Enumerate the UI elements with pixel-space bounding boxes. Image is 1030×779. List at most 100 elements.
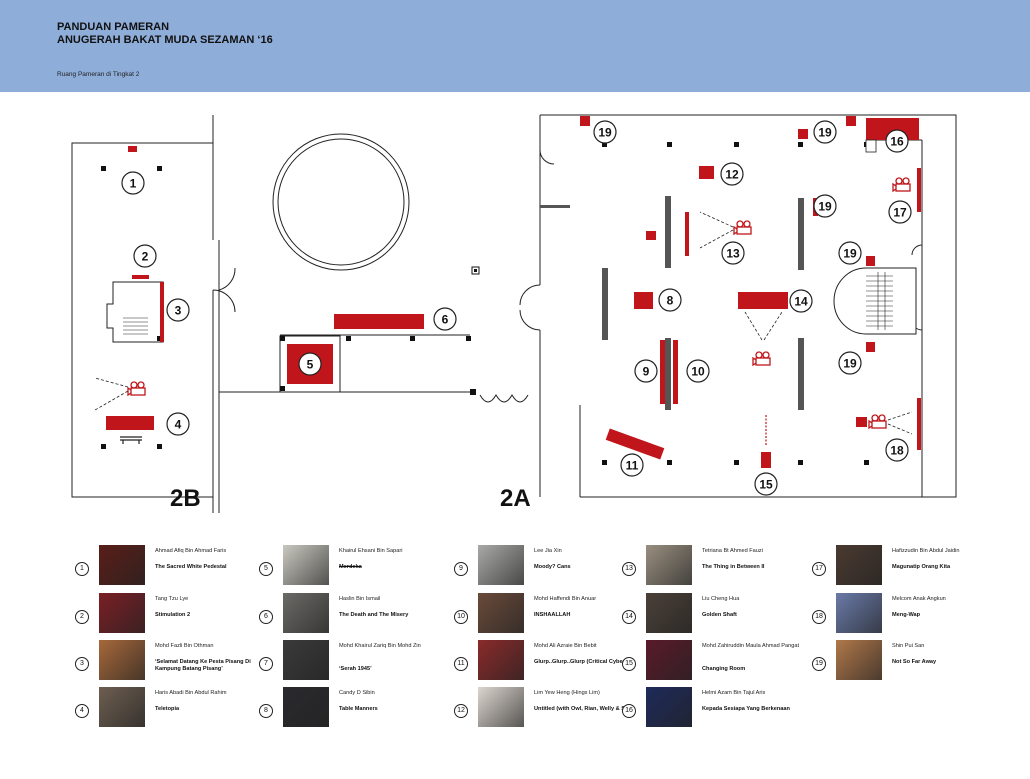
artwork-title: Merdeka <box>339 564 362 570</box>
artwork-thumbnail <box>836 593 882 633</box>
marker-10: 10 <box>691 365 705 379</box>
artwork-10 <box>605 428 665 460</box>
artwork-19f <box>866 342 875 352</box>
marker-circle <box>133 244 157 268</box>
artwork-13 <box>673 340 678 404</box>
artwork-thumbnail <box>646 640 692 680</box>
artwork-8 <box>634 292 653 309</box>
artist-name: Mohd Haffendi Bin Anuar <box>534 596 597 602</box>
artist-name: Khairul Ehsani Bin Sapari <box>339 548 403 554</box>
partition-wall <box>540 205 570 208</box>
artist-name: Mohd Zahiruddin Maula Ahmad Pangat <box>702 643 800 649</box>
marker-circle <box>721 241 745 265</box>
pillar <box>602 460 607 465</box>
marker-9: 9 <box>643 365 650 379</box>
legend-number: 16 <box>622 704 636 718</box>
legend-number: 6 <box>259 610 273 624</box>
projector-beam <box>94 377 129 411</box>
marker-circle <box>885 438 909 462</box>
artwork-4 <box>106 416 154 430</box>
atrium-outer-ring <box>272 133 410 271</box>
artwork-19a <box>580 116 590 126</box>
marker-4: 4 <box>175 418 182 432</box>
marker-12: 12 <box>725 168 739 182</box>
atrium-inner-ring <box>277 138 405 266</box>
marker-19: 19 <box>818 126 832 140</box>
artwork-title: Kepada Sesiapa Yang Berkenaan <box>702 706 790 712</box>
door-2b <box>212 289 236 313</box>
room-2b-outline <box>71 142 213 498</box>
artwork-thumbnail <box>646 545 692 585</box>
artwork-12 <box>685 212 689 256</box>
artwork-title: Not So Far Away <box>892 659 937 665</box>
header-banner: PANDUAN PAMERAN ANUGERAH BAKAT MUDA SEZA… <box>0 0 1030 92</box>
bench-icon <box>120 436 142 444</box>
artwork-thumbnail <box>478 687 524 727</box>
pillar <box>734 142 739 147</box>
artwork-2 <box>132 275 149 279</box>
marker-circle <box>433 307 457 331</box>
artwork-thumbnail <box>283 593 329 633</box>
artwork-thumbnail <box>283 640 329 680</box>
door-2a-east <box>911 244 923 256</box>
artist-name: Helmi Azam Bin Tajul Aris <box>702 690 766 696</box>
marker-circle <box>888 200 912 224</box>
partition-wall <box>798 198 804 270</box>
marker-circle <box>121 171 145 195</box>
marker-circle <box>634 359 658 383</box>
artwork-thumbnail <box>99 640 145 680</box>
legend-number: 4 <box>75 704 89 718</box>
marker-circle <box>298 352 322 376</box>
artist-name: Mohd Ali Azraie Bin Bebit <box>534 643 597 649</box>
artist-name: Hafizzudin Bin Abdul Jaidin <box>892 548 960 554</box>
artwork-thumbnail <box>836 640 882 680</box>
legend-number: 15 <box>622 657 636 671</box>
artist-name: Tang Tzu Lye <box>155 596 189 602</box>
artist-name: Liu Cheng Hua <box>702 596 740 602</box>
artwork-title: INSHAALLAH <box>534 612 571 618</box>
artwork-14 <box>738 292 788 309</box>
artwork-title: Changing Room <box>702 666 746 672</box>
artwork-thumbnail <box>283 687 329 727</box>
staircase-2a-icon <box>833 267 917 335</box>
legend-number: 13 <box>622 562 636 576</box>
legend-number: 11 <box>454 657 468 671</box>
marker-5: 5 <box>307 358 314 372</box>
artwork-thumbnail <box>99 687 145 727</box>
artist-name: Haslin Bin Ismail <box>339 596 381 602</box>
marker-circle <box>838 241 862 265</box>
marker-circle <box>720 162 744 186</box>
pillar <box>667 460 672 465</box>
artwork-title: Teletopia <box>155 706 180 712</box>
pillar <box>864 460 869 465</box>
artwork-title: Magunatip Orang Kita <box>892 564 951 570</box>
artwork-6 <box>334 314 424 329</box>
marker-16: 16 <box>890 135 904 149</box>
artist-name: Lee Jia Xin <box>534 548 562 554</box>
marker-19: 19 <box>598 126 612 140</box>
zone-label-2a: 2A <box>500 485 531 512</box>
artist-name: Shin Pui San <box>892 643 925 649</box>
artist-name: Mohd Fazli Bin Othman <box>155 643 214 649</box>
legend-number: 8 <box>259 704 273 718</box>
projector-icon <box>733 220 752 236</box>
marker-17: 17 <box>893 206 907 220</box>
legend-number: 1 <box>75 562 89 576</box>
pillar <box>101 444 106 449</box>
marker-circle <box>686 359 710 383</box>
artwork-19e <box>866 256 875 266</box>
artist-name: Ahmad Afiq Bin Ahmad Faris <box>155 548 227 554</box>
legend-number: 12 <box>454 704 468 718</box>
artwork-title: Untitled (with Owl, Rian, Welly & Siti) <box>534 706 632 712</box>
marker-circle <box>838 351 862 375</box>
marker-1: 1 <box>130 177 137 191</box>
